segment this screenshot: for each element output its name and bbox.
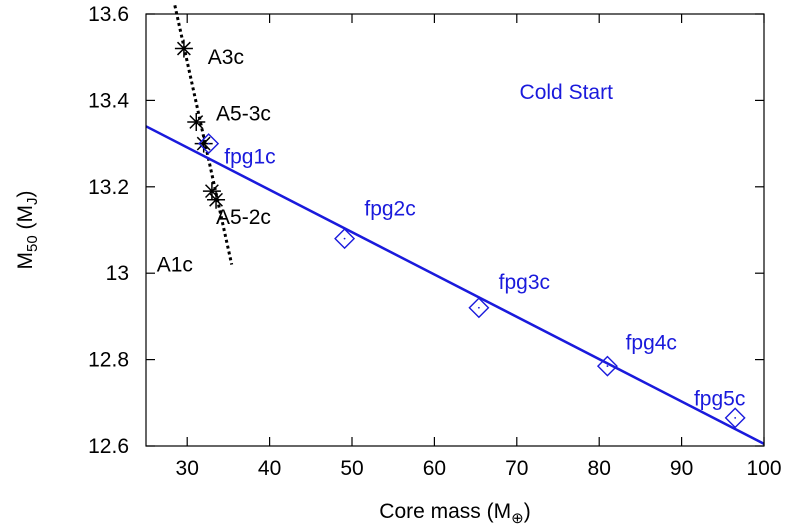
diamond-marker — [724, 407, 746, 429]
point-label: A3c — [208, 46, 244, 69]
x-axis-title: Core mass (M⊕) — [379, 500, 530, 527]
diamond-center-dot — [207, 142, 210, 145]
x-tick-label: 30 — [176, 457, 199, 480]
diamond-center-dot — [606, 365, 609, 367]
diamond-marker — [468, 297, 490, 319]
y-tick-label: 12.8 — [88, 349, 129, 372]
asterisk-stroke — [204, 184, 219, 199]
y-axis-title-rest: (M — [14, 205, 37, 235]
diamond-marker — [596, 355, 618, 377]
point-label: A5-2c — [216, 206, 271, 229]
y-tick-label: 13.4 — [88, 89, 129, 112]
x-tick-label: 90 — [670, 457, 693, 480]
asterisk-marker — [194, 134, 213, 153]
x-tick-label: 60 — [423, 457, 446, 480]
point-label: fpg5c — [694, 387, 745, 410]
point-label: fpg2c — [364, 197, 415, 220]
plot-frame — [145, 13, 765, 447]
y-tick-label: 13.2 — [88, 176, 129, 199]
point-label: A1c — [157, 254, 193, 277]
markers — [174, 39, 746, 429]
y-axis-title-close: ) — [14, 190, 37, 197]
x-tick-label: 50 — [340, 457, 363, 480]
diamond-marker — [198, 133, 220, 155]
plot-border — [145, 13, 765, 447]
diamond-center-dot — [734, 417, 737, 419]
y-axis-title-main: M — [14, 252, 37, 270]
point-label: fpg4c — [626, 331, 677, 354]
point-label: A5-3c — [216, 102, 271, 125]
x-tick-label: 40 — [258, 457, 281, 480]
asterisk-marker — [187, 113, 206, 131]
diamond-center-dot — [343, 237, 346, 240]
y-axis-title-sub2: J — [24, 197, 41, 205]
y-tick-label: 13 — [106, 262, 129, 285]
y-tick-label: 12.6 — [88, 435, 129, 458]
x-tick-label: 80 — [588, 457, 611, 480]
diamond-center-dot — [477, 306, 480, 309]
diamond-marker — [334, 228, 356, 250]
point-label: fpg1c — [224, 146, 275, 169]
y-tick-label: 13.6 — [88, 3, 129, 26]
asterisk-stroke — [176, 41, 191, 56]
x-axis-title-close: ) — [524, 500, 531, 523]
y-axis: 12.6 12.8 13 13.2 13.4 13.6 — [88, 3, 764, 458]
asterisk-stroke — [209, 192, 223, 207]
asterisk-marker — [174, 39, 193, 58]
point-label: Cold Start — [520, 81, 614, 104]
x-tick-label: 70 — [505, 457, 528, 480]
x-axis-title-sub: ⊕ — [511, 510, 524, 527]
asterisk-stroke — [189, 115, 204, 129]
solid-fit-line — [145, 125, 765, 445]
y-axis-title-sub: 50 — [24, 235, 41, 252]
asterisk-marker — [207, 190, 226, 209]
x-axis: 30 40 50 60 70 80 90 100 — [176, 14, 782, 480]
asterisk-stroke — [196, 136, 211, 151]
y-axis-title: M50 (MJ) — [14, 190, 41, 269]
x-axis-title-main: Core mass (M — [379, 500, 511, 523]
point-label: fpg3c — [499, 271, 550, 294]
x-tick-label: 100 — [746, 457, 781, 480]
